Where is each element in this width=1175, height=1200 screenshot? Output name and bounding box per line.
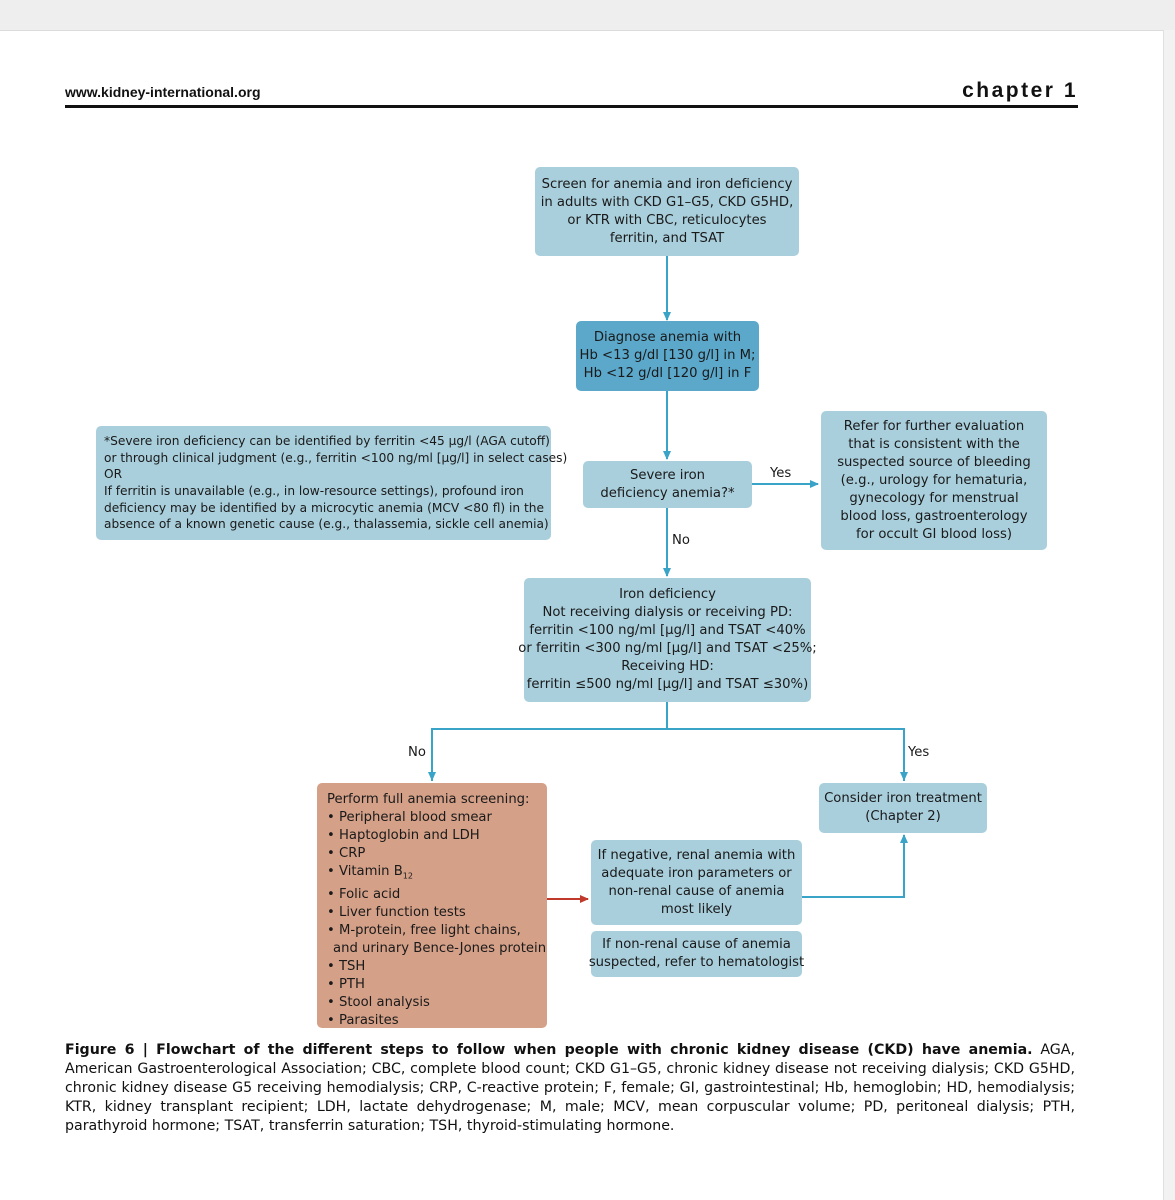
screening-title: Perform full anemia screening: [327, 792, 530, 807]
diagnose-line: Hb <13 g/dl [130 g/l] in M; [579, 348, 756, 363]
iron-line: ferritin ≤500 ng/ml [µg/l] and TSAT ≤30%… [526, 677, 809, 692]
vitamin-label: Vitamin B [338, 864, 403, 879]
iron-deficiency-box: Iron deficiency Not receiving dialysis o… [518, 578, 817, 702]
footnote-line: deficiency may be identified by a microc… [104, 500, 544, 515]
caption-text: AGA, American Gastroenterological Associ… [65, 1042, 1075, 1134]
screen-line: in adults with CKD G1–G5, CKD G5HD, [540, 194, 794, 210]
diagnose-line: Diagnose anemia with [593, 330, 742, 345]
screening-item-vitamin: Vitamin B12 [327, 863, 413, 886]
screening-item: Peripheral blood smear [327, 809, 492, 827]
chapter-label: chapter 1 [962, 79, 1078, 102]
severe-iron-decision-box: Severe iron deficiency anemia?* [583, 461, 752, 508]
iron-line: Not receiving dialysis or receiving PD: [542, 605, 793, 620]
no-label-severe: No [672, 533, 690, 548]
nonrenal-line: If non-renal cause of anemia [602, 937, 791, 952]
footnote-line: absence of a known genetic cause (e.g., … [104, 517, 549, 532]
negative-line: non-renal cause of anemia [608, 883, 785, 899]
line-branch [431, 728, 905, 781]
screening-item: TSH [327, 958, 365, 976]
figure-caption: Figure 6 | Flowchart of the different st… [65, 1041, 1075, 1136]
refer-line: suspected source of bleeding [837, 454, 1031, 470]
refer-line: that is consistent with the [848, 436, 1020, 452]
iron-treatment-box: Consider iron treatment (Chapter 2) [819, 783, 987, 833]
footnote-line: OR [104, 467, 123, 482]
refer-line: for occult GI blood loss) [856, 526, 1012, 542]
iron-line: Receiving HD: [621, 659, 714, 674]
negative-line: adequate iron parameters or [601, 865, 792, 881]
screen-line: Screen for anemia and iron deficiency [541, 176, 793, 192]
viewer-top-bar [0, 0, 1175, 31]
screen-box: Screen for anemia and iron deficiency in… [535, 167, 799, 256]
refer-line: (e.g., urology for hematuria, [840, 472, 1028, 488]
iron-line: ferritin <100 ng/ml [µg/l] and TSAT <40% [529, 623, 806, 638]
caption-title: Figure 6 | Flowchart of the different st… [65, 1042, 1033, 1058]
arrow-negative-to-treatment [802, 834, 908, 898]
vitamin-subscript: 12 [402, 871, 413, 881]
journal-url: www.kidney-international.org [65, 84, 261, 100]
negative-result-box: If negative, renal anemia with adequate … [591, 840, 802, 925]
no-label-iron: No [408, 745, 426, 760]
screening-item: Liver function tests [327, 904, 466, 922]
refer-line: Refer for further evaluation [843, 418, 1025, 434]
viewer-scrollbar[interactable] [1163, 30, 1175, 1200]
severe-line: Severe iron [629, 467, 706, 483]
screening-item: M-protein, free light chains, [327, 922, 521, 940]
refer-line: blood loss, gastroenterology [840, 508, 1028, 524]
full-anemia-screening-box: Perform full anemia screening: Periphera… [317, 783, 547, 1028]
yes-label-iron: Yes [908, 745, 930, 760]
footnote-line: If ferritin is unavailable (e.g., in low… [104, 484, 524, 498]
treatment-line: Consider iron treatment [824, 791, 982, 806]
screen-line: or KTR with CBC, reticulocytes [567, 212, 767, 228]
screening-item: Parasites [327, 1012, 399, 1030]
iron-line: or ferritin <300 ng/ml [µg/l] and TSAT <… [518, 641, 817, 656]
refer-box: Refer for further evaluation that is con… [821, 411, 1047, 550]
iron-line: Iron deficiency [619, 587, 716, 602]
screen-line: ferritin, and TSAT [609, 230, 725, 246]
screening-item: Folic acid [327, 886, 400, 904]
negative-line: most likely [660, 901, 733, 917]
treatment-line: (Chapter 2) [865, 809, 941, 824]
diagnose-line: Hb <12 g/dl [120 g/l] in F [583, 366, 752, 381]
footnote-box: *Severe iron deficiency can be identifie… [96, 426, 567, 540]
footnote-line: or through clinical judgment (e.g., ferr… [104, 450, 568, 465]
screening-item-continuation: and urinary Bence-Jones protein [333, 940, 547, 956]
header-rule [65, 105, 1078, 108]
screening-item: PTH [327, 976, 365, 994]
negative-line: If negative, renal anemia with [597, 847, 796, 863]
screening-item: Haptoglobin and LDH [327, 827, 480, 845]
screening-item: CRP [327, 845, 365, 863]
screening-item: Stool analysis [327, 994, 430, 1012]
nonrenal-line: suspected, refer to hematologist [588, 955, 805, 970]
refer-line: gynecology for menstrual [849, 490, 1019, 506]
diagnose-box: Diagnose anemia with Hb <13 g/dl [130 g/… [576, 321, 759, 391]
severe-line: deficiency anemia?* [600, 485, 735, 501]
nonrenal-box: If non-renal cause of anemia suspected, … [588, 931, 805, 977]
yes-label-severe: Yes [770, 466, 792, 481]
footnote-line: *Severe iron deficiency can be identifie… [104, 434, 550, 449]
